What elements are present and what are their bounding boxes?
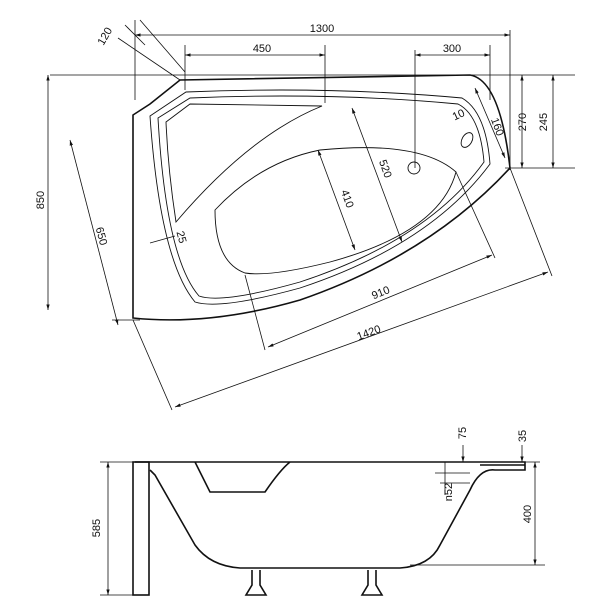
side-view: 585 400 75 35 n52	[91, 427, 545, 596]
dim-270: 270	[517, 113, 529, 131]
dim-25: 25	[174, 230, 189, 245]
dim-10: 10	[451, 107, 467, 123]
dim-300: 300	[443, 43, 461, 55]
dim-75: 75	[457, 427, 469, 439]
drain-icon	[407, 161, 421, 175]
tub-rim-inner	[149, 89, 491, 305]
dim-line-160	[474, 87, 506, 159]
dim-245: 245	[538, 113, 550, 131]
dim-line-120	[124, 24, 146, 46]
dim-850: 850	[35, 191, 47, 209]
dim-120: 120	[96, 26, 116, 48]
overflow-icon	[460, 132, 474, 148]
dim-line-1420	[174, 271, 549, 408]
dim-160: 160	[488, 116, 506, 137]
dim-line-25	[149, 235, 176, 244]
front-panel	[132, 461, 150, 596]
dim-910: 910	[370, 284, 392, 302]
dim-585: 585	[91, 519, 103, 537]
dim-450: 450	[253, 43, 271, 55]
tub-rim-inner-2	[157, 95, 485, 299]
dim-400: 400	[522, 505, 534, 523]
dim-410: 410	[338, 188, 356, 209]
leg-left	[244, 570, 268, 596]
top-view: 1300 450 300 120 270 245 160 10 850 650 …	[35, 19, 575, 411]
dim-n52: n52	[443, 483, 455, 501]
dim-1420: 1420	[355, 323, 382, 343]
leg-right	[360, 570, 384, 596]
dim-650: 650	[93, 226, 109, 247]
dim-line-520	[351, 107, 403, 243]
dim-520: 520	[376, 158, 394, 179]
dim-1300: 1300	[310, 23, 334, 35]
dim-35: 35	[517, 430, 529, 442]
dim-line-650	[69, 139, 119, 326]
backrest	[165, 103, 323, 224]
tub-profile	[135, 461, 526, 569]
dim-line-410	[317, 149, 356, 251]
